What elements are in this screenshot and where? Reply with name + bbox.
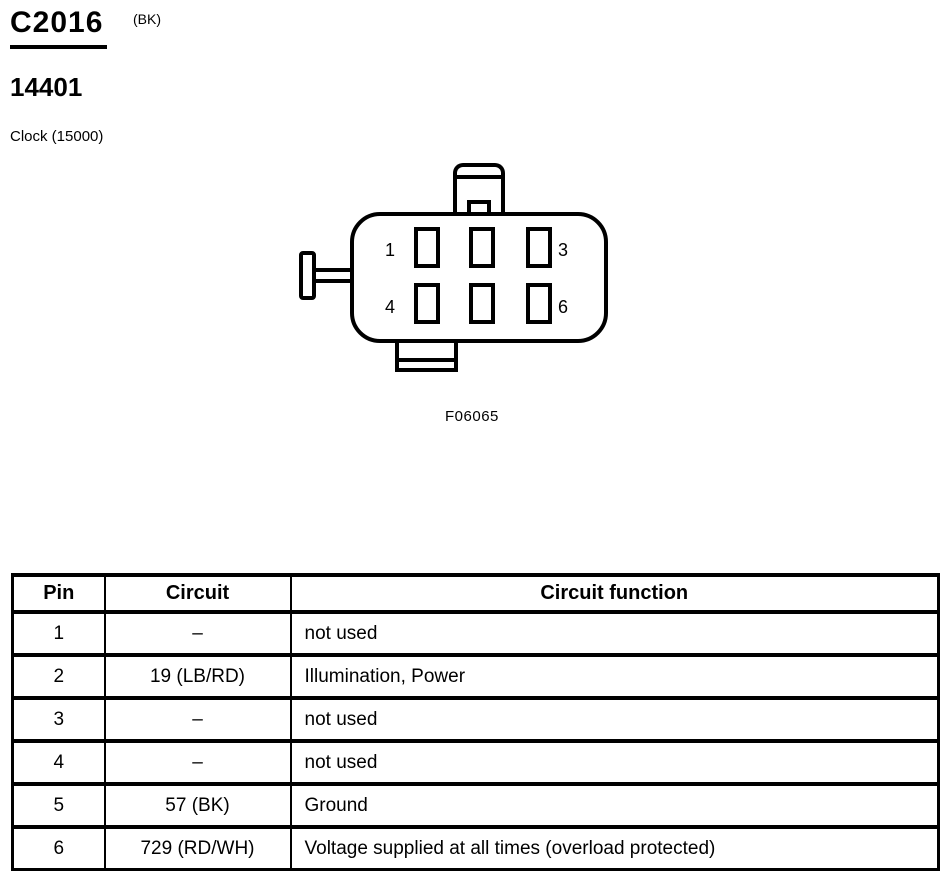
- pin-cell: 6: [11, 825, 106, 871]
- header-circuit-function: Circuit function: [289, 573, 940, 614]
- pin-number-label: 6: [558, 297, 569, 317]
- circuit-cell: 19 (LB/RD): [103, 653, 292, 700]
- table-row: 1 – not used: [11, 610, 940, 657]
- figure-label: F06065: [445, 408, 499, 425]
- pin-cell: 1: [11, 610, 106, 657]
- table-row: 6 729 (RD/WH) Voltage supplied at all ti…: [11, 825, 940, 871]
- connector-id-title: C2016: [10, 6, 108, 49]
- circuit-cell: –: [103, 696, 292, 743]
- function-cell: not used: [289, 739, 940, 786]
- pin-slot-3: [526, 227, 552, 268]
- pinout-table: Pin Circuit Circuit function 1 – not use…: [11, 573, 940, 871]
- table-row: 2 19 (LB/RD) Illumination, Power: [11, 653, 940, 700]
- connector-side-tab-stem: [311, 268, 354, 283]
- circuit-cell: 57 (BK): [103, 782, 292, 829]
- table-header-row: Pin Circuit Circuit function: [11, 573, 940, 614]
- function-cell: Illumination, Power: [289, 653, 940, 700]
- function-cell: not used: [289, 696, 940, 743]
- pin-number-label: 4: [385, 297, 396, 317]
- header-circuit: Circuit: [103, 573, 292, 614]
- pin-slot-6: [526, 283, 552, 324]
- table-row: 4 – not used: [11, 739, 940, 786]
- circuit-cell: 729 (RD/WH): [103, 825, 292, 871]
- table-row: 3 – not used: [11, 696, 940, 743]
- table-row: 5 57 (BK) Ground: [11, 782, 940, 829]
- pin-slot-2: [469, 227, 495, 268]
- function-cell: Ground: [289, 782, 940, 829]
- top-latch-notch: [467, 200, 491, 214]
- component-name: Clock (15000): [10, 128, 104, 145]
- function-cell: Voltage supplied at all times (overload …: [289, 825, 940, 871]
- connector-diagram: 1 3 4 6 F06065: [299, 163, 608, 425]
- circuit-cell: –: [103, 610, 292, 657]
- connector-top-latch: [453, 163, 505, 214]
- top-latch-line: [457, 175, 501, 179]
- pin-cell: 2: [11, 653, 106, 700]
- pin-cell: 3: [11, 696, 106, 743]
- pin-number-label: 1: [385, 240, 396, 260]
- pin-slot-4: [414, 283, 440, 324]
- pin-slot-5: [469, 283, 495, 324]
- circuit-cell: –: [103, 739, 292, 786]
- pin-number-label: 3: [558, 240, 569, 260]
- connector-bottom-tab: [395, 341, 458, 372]
- function-cell: not used: [289, 610, 940, 657]
- connector-color-code: (BK): [133, 11, 161, 27]
- pin-cell: 5: [11, 782, 106, 829]
- pin-cell: 4: [11, 739, 106, 786]
- connector-side-tab: [299, 251, 316, 300]
- bottom-tab-line: [399, 358, 454, 362]
- header-pin: Pin: [11, 573, 106, 614]
- pin-slot-1: [414, 227, 440, 268]
- part-number: 14401: [10, 72, 83, 102]
